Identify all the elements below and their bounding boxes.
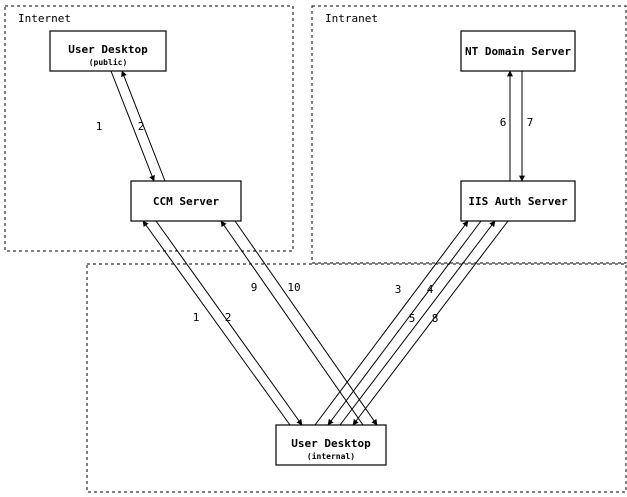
step-label-4: 4 bbox=[427, 283, 434, 296]
node-ccm-server-box[interactable] bbox=[130, 180, 242, 222]
flow-group-internal-iis-inner bbox=[339, 220, 509, 426]
node-ccm-server[interactable]: CCM Server bbox=[130, 180, 242, 222]
node-user-desktop-internal-box[interactable] bbox=[275, 424, 387, 466]
node-user-desktop-public-title: User Desktop bbox=[68, 43, 148, 56]
step-label-8: 8 bbox=[432, 312, 439, 325]
flow-group-public-ccm bbox=[110, 70, 166, 182]
flow-line-9-internal-to-ccm bbox=[220, 220, 364, 426]
step-label-1-public: 1 bbox=[96, 120, 103, 133]
flow-line-3-internal-to-iis bbox=[314, 220, 469, 426]
flow-group-internal-iis-outer bbox=[314, 220, 482, 426]
flow-line-5-internal-to-iis bbox=[339, 220, 496, 426]
step-label-7: 7 bbox=[527, 116, 534, 129]
node-user-desktop-public-box[interactable] bbox=[49, 30, 167, 72]
node-nt-domain-server-title: NT Domain Server bbox=[465, 45, 571, 58]
flow-group-internal-ccm-right bbox=[220, 220, 378, 426]
node-user-desktop-public[interactable]: User Desktop (public) bbox=[49, 30, 167, 72]
step-label-9: 9 bbox=[251, 281, 258, 294]
step-label-10: 10 bbox=[287, 281, 300, 294]
zone-intranet: Intranet bbox=[311, 5, 627, 264]
flow-line-1-public-to-ccm bbox=[110, 70, 155, 182]
step-label-3: 3 bbox=[395, 283, 402, 296]
node-user-desktop-internal[interactable]: User Desktop (internal) bbox=[275, 424, 387, 466]
flow-line-2-ccm-to-internal bbox=[155, 220, 303, 426]
flow-line-1-internal-to-ccm bbox=[142, 220, 291, 426]
step-label-5: 5 bbox=[409, 312, 416, 325]
node-ccm-server-title: CCM Server bbox=[153, 195, 220, 208]
zone-internet-label: Internet bbox=[18, 12, 71, 25]
flow-line-4-iis-to-internal bbox=[327, 220, 482, 426]
step-label-1-internal: 1 bbox=[193, 311, 200, 324]
flow-line-8-iis-to-internal bbox=[352, 220, 509, 426]
step-label-2-internal: 2 bbox=[225, 311, 232, 324]
node-nt-domain-server-box[interactable] bbox=[460, 30, 576, 72]
flow-group-iis-nt bbox=[507, 70, 525, 182]
step-label-2-public: 2 bbox=[138, 120, 145, 133]
node-nt-domain-server[interactable]: NT Domain Server bbox=[460, 30, 576, 72]
zone-internet: Internet bbox=[4, 5, 294, 252]
step-label-6: 6 bbox=[500, 116, 507, 129]
zone-internet-border bbox=[4, 5, 294, 252]
node-iis-auth-server-title: IIS Auth Server bbox=[468, 195, 568, 208]
node-iis-auth-server[interactable]: IIS Auth Server bbox=[460, 180, 576, 222]
node-user-desktop-public-subtitle: (public) bbox=[89, 57, 128, 67]
flow-group-internal-ccm-left bbox=[142, 220, 303, 426]
flow-line-2-ccm-to-public bbox=[121, 70, 166, 182]
node-iis-auth-server-box[interactable] bbox=[460, 180, 576, 222]
node-user-desktop-internal-subtitle: (internal) bbox=[307, 451, 355, 461]
zone-intranet-border bbox=[311, 5, 627, 264]
node-user-desktop-internal-title: User Desktop bbox=[291, 437, 371, 450]
flow-line-10-ccm-to-internal bbox=[234, 220, 378, 426]
zone-intranet-label: Intranet bbox=[325, 12, 378, 25]
